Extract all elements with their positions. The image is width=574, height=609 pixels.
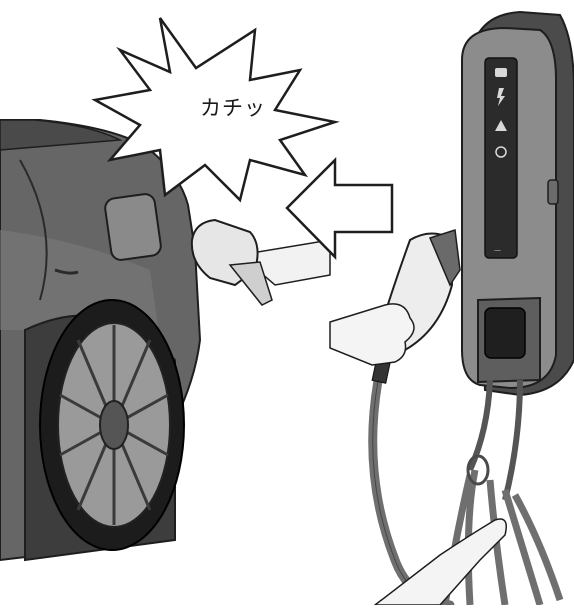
charging-plug-in-hand xyxy=(330,230,460,605)
wall-charger: — xyxy=(462,12,574,500)
charger-socket xyxy=(485,308,525,358)
sound-effect-text: カチッ xyxy=(178,92,288,122)
charge-port-door xyxy=(104,193,162,261)
hand-right xyxy=(330,304,414,365)
charger-brand-mark: — xyxy=(494,246,501,254)
plug-insertion xyxy=(192,220,330,305)
charger-side-button xyxy=(548,180,558,204)
